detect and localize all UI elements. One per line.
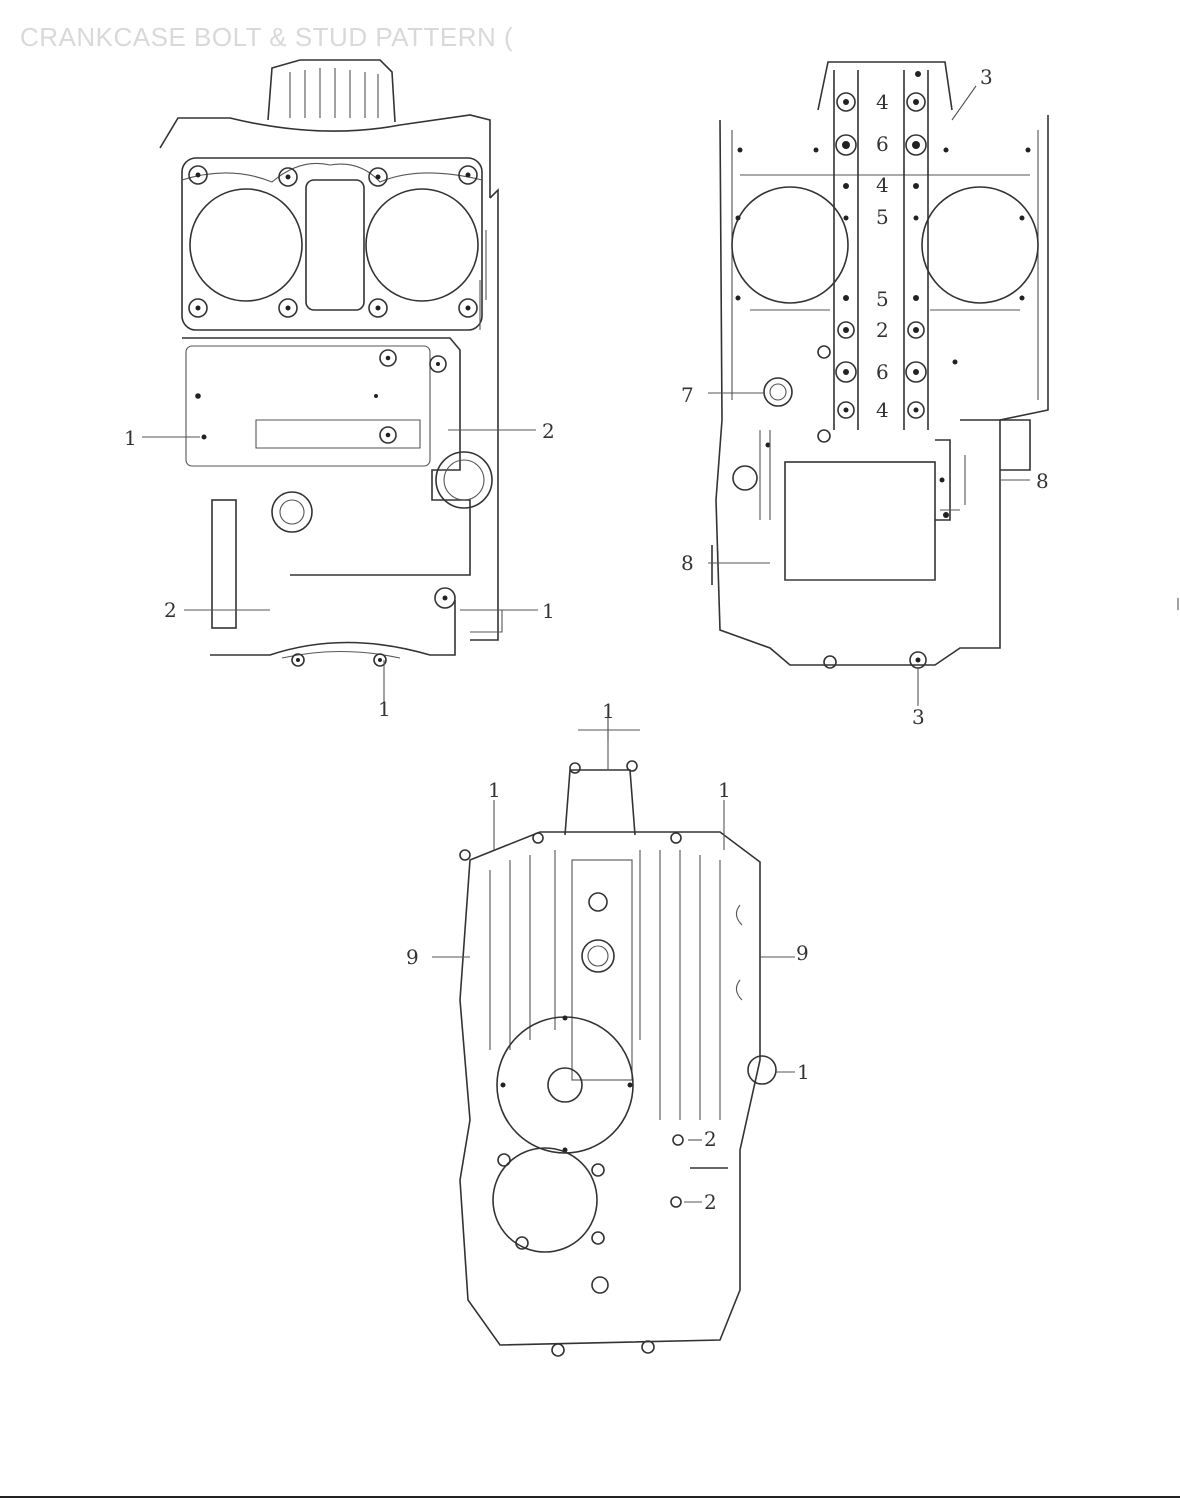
callout-lower-6a: 6 <box>876 132 889 156</box>
callout-upper-1b: 1 <box>542 599 555 623</box>
callout-side-1b: 1 <box>488 778 501 802</box>
callout-upper-1c: 1 <box>378 697 391 721</box>
lower-crankcase-view: 3 4 6 4 5 5 2 6 4 7 8 8 3 <box>681 61 1049 729</box>
callout-lower-6b: 6 <box>876 360 889 384</box>
callout-side-1c: 1 <box>718 778 731 802</box>
crankcase-side-view: 1 1 1 9 9 1 2 2 <box>406 699 810 1357</box>
page-title: CRANKCASE BOLT & STUD PATTERN ( <box>20 22 514 52</box>
callout-lower-3: 3 <box>980 65 993 89</box>
callout-side-2a: 2 <box>704 1127 717 1151</box>
upper-crankcase-view: 1 2 2 1 1 <box>124 59 555 721</box>
callout-side-1a: 1 <box>602 699 615 723</box>
callout-upper-1: 1 <box>124 426 137 450</box>
callout-lower-4c: 4 <box>876 398 889 422</box>
callout-lower-2: 2 <box>876 318 889 342</box>
callout-side-1d: 1 <box>797 1060 810 1084</box>
callout-lower-5b: 5 <box>876 287 889 311</box>
callout-lower-3b: 3 <box>912 705 925 729</box>
callout-side-9b: 9 <box>796 941 809 965</box>
callout-lower-4b: 4 <box>876 173 889 197</box>
callout-upper-2b: 2 <box>164 598 177 622</box>
callout-lower-8b: 8 <box>1036 469 1049 493</box>
callout-upper-2: 2 <box>542 419 555 443</box>
center-bolts <box>835 71 927 419</box>
callout-lower-8a: 8 <box>681 551 694 575</box>
footer-rule <box>0 1496 1180 1498</box>
callout-lower-7: 7 <box>681 383 694 407</box>
callout-side-9a: 9 <box>406 945 419 969</box>
cylinder-studs <box>188 165 478 318</box>
callout-side-2b: 2 <box>704 1190 717 1214</box>
side-bolts <box>735 147 1031 301</box>
callout-lower-4a: 4 <box>876 90 889 114</box>
callout-lower-5a: 5 <box>876 205 889 229</box>
